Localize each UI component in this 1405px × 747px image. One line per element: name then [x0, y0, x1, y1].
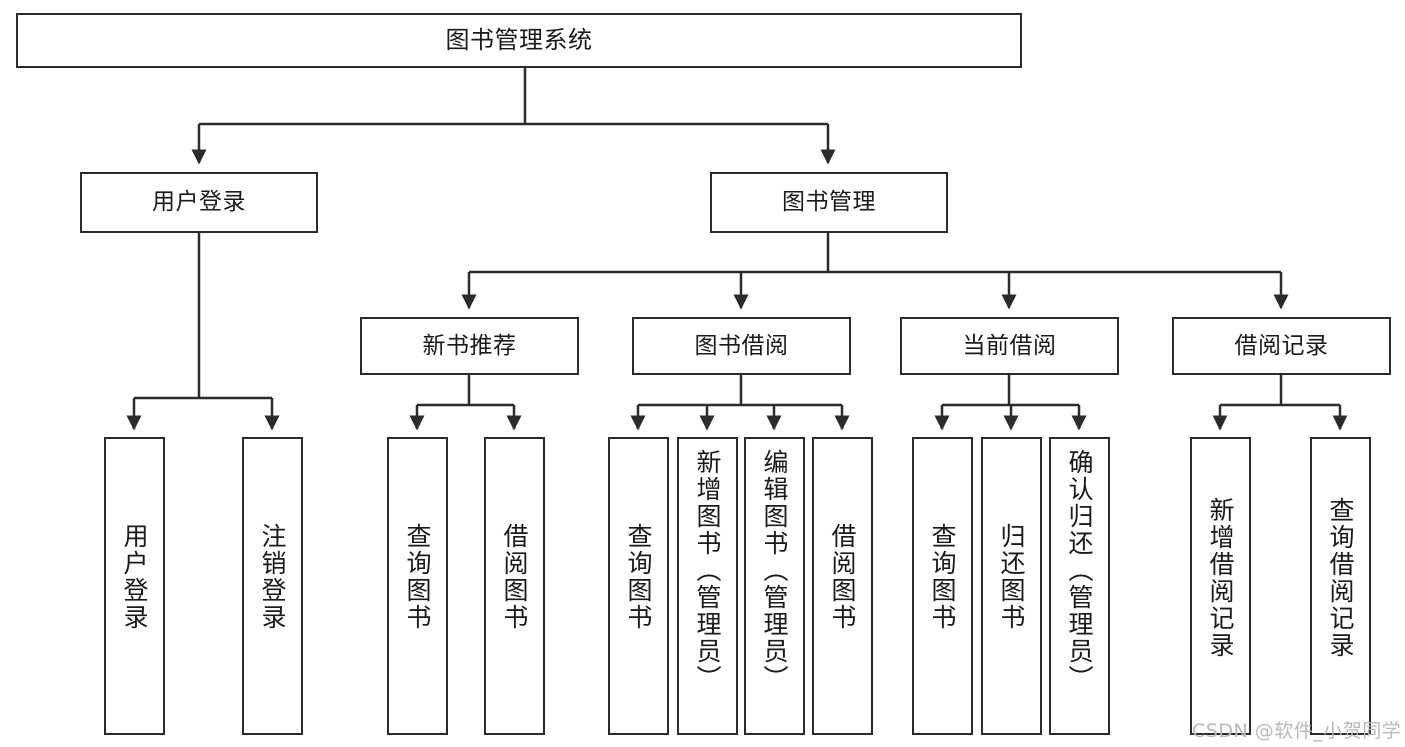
csdn-watermark: CSDN @软件_小贺同学: [1192, 720, 1402, 742]
leaf-logout[interactable]: 注销登录: [242, 437, 303, 735]
leaf-logout-label: 注销登录: [258, 523, 287, 631]
leaf-return-book[interactable]: 归还图书: [981, 437, 1042, 735]
leaf-return-book-label: 归还图书: [997, 523, 1026, 631]
leaf-borrow-book[interactable]: 借阅图书: [812, 437, 873, 735]
leaf-query-borrow-record-label: 查询借阅记录: [1326, 497, 1355, 659]
leaf-confirm-return-admin[interactable]: 确认归还（管理员）: [1049, 437, 1110, 735]
node-new-book-recommend-label: 新书推荐: [422, 332, 517, 359]
leaf-query-book-current[interactable]: 查询图书: [912, 437, 973, 735]
node-user-login[interactable]: 用户登录: [80, 172, 318, 233]
leaf-borrow-book-recommend[interactable]: 借阅图书: [484, 437, 545, 735]
node-user-login-label: 用户登录: [152, 189, 246, 216]
leaf-query-book-current-label: 查询图书: [928, 523, 957, 631]
leaf-edit-book-admin-label: 编辑图书（管理员）: [760, 449, 789, 692]
leaf-query-borrow-record[interactable]: 查询借阅记录: [1310, 437, 1371, 735]
leaf-user-login-label: 用户登录: [120, 523, 149, 631]
node-borrow-record[interactable]: 借阅记录: [1172, 317, 1391, 375]
leaf-edit-book-admin[interactable]: 编辑图书（管理员）: [744, 437, 805, 735]
leaf-user-login[interactable]: 用户登录: [104, 437, 165, 735]
leaf-confirm-return-admin-label: 确认归还（管理员）: [1065, 449, 1094, 692]
leaf-query-book-recommend[interactable]: 查询图书: [387, 437, 448, 735]
leaf-borrow-book-recommend-label: 借阅图书: [500, 523, 529, 631]
leaf-query-book-borrow-label: 查询图书: [624, 523, 653, 631]
leaf-borrow-book-label: 借阅图书: [828, 523, 857, 631]
node-book-borrow-label: 图书借阅: [694, 332, 789, 359]
leaf-query-book-borrow[interactable]: 查询图书: [608, 437, 669, 735]
node-new-book-recommend[interactable]: 新书推荐: [360, 317, 579, 375]
leaf-add-borrow-record[interactable]: 新增借阅记录: [1190, 437, 1251, 735]
leaf-query-book-recommend-label: 查询图书: [403, 523, 432, 631]
node-current-borrow[interactable]: 当前借阅: [900, 317, 1119, 375]
node-book-borrow[interactable]: 图书借阅: [632, 317, 851, 375]
node-borrow-record-label: 借阅记录: [1234, 332, 1329, 359]
node-root[interactable]: 图书管理系统: [16, 13, 1022, 68]
node-current-borrow-label: 当前借阅: [962, 332, 1057, 359]
node-root-label: 图书管理系统: [445, 25, 593, 54]
node-book-management-label: 图书管理: [782, 189, 876, 216]
leaf-add-book-admin-label: 新增图书（管理员）: [693, 449, 722, 692]
node-book-management[interactable]: 图书管理: [710, 172, 948, 233]
leaf-add-book-admin[interactable]: 新增图书（管理员）: [677, 437, 738, 735]
leaf-add-borrow-record-label: 新增借阅记录: [1206, 497, 1235, 659]
